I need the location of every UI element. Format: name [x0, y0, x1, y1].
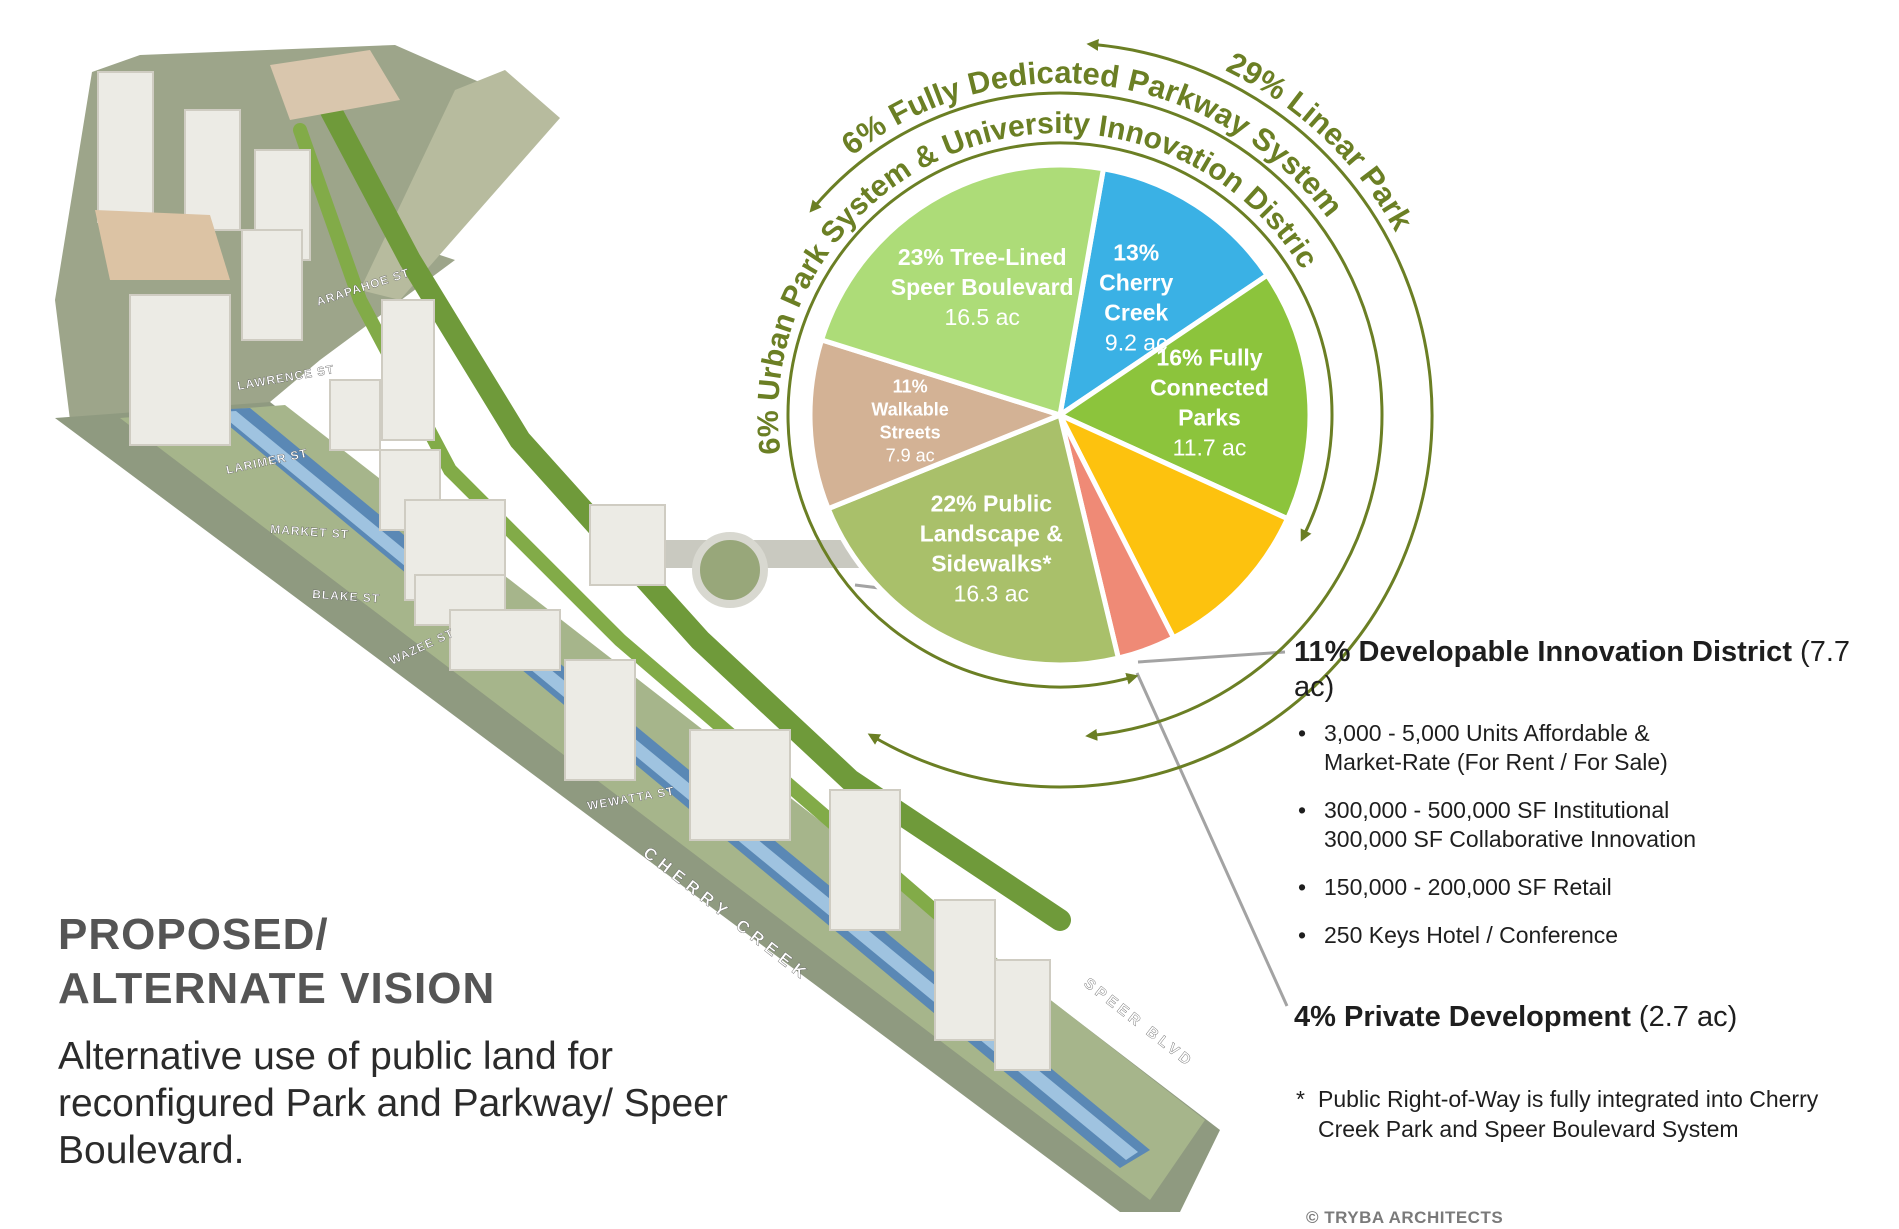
slice-label: Cherry — [1099, 270, 1173, 296]
model-roundabout — [692, 532, 768, 608]
slice-label: 13% — [1113, 240, 1159, 266]
slice-label: Parks — [1178, 405, 1241, 431]
private-acres: (2.7 ac) — [1638, 1001, 1738, 1033]
slice-value-label: 16.5 ac — [944, 304, 1019, 330]
private-development: 4% Private Development (2.7 ac) — [1294, 1001, 1737, 1034]
model-arena — [95, 210, 230, 280]
slice-label: 22% Public — [931, 490, 1053, 516]
list-item: 150,000 - 200,000 SF Retail — [1294, 873, 1884, 902]
developable-leader-line — [1137, 650, 1286, 664]
developable-district-details: 11% Developable Innovation District (7.7… — [1294, 635, 1884, 969]
developable-bullet-list: 3,000 - 5,000 Units Affordable & Market-… — [1294, 719, 1884, 950]
model-convention-center — [270, 50, 400, 120]
footnote: * Public Right-of-Way is fully integrate… — [1294, 1084, 1838, 1144]
pie-slice — [1057, 166, 1270, 418]
street-label: MARKET ST — [270, 522, 350, 541]
page-subtext: Alternative use of public land for recon… — [58, 1035, 728, 1172]
slice-value-label: 11.7 ac — [1173, 435, 1247, 461]
street-label: BLAKE ST — [312, 587, 381, 606]
developable-title: 11% Developable Innovation District (7.7… — [1294, 635, 1884, 705]
page-heading: PROPOSED/ ALTERNATE VISION — [58, 910, 496, 1013]
list-item: 3,000 - 5,000 Units Affordable & Market-… — [1294, 719, 1884, 777]
pie-slice — [1057, 272, 1313, 522]
footnote-asterisk: * — [1296, 1086, 1305, 1112]
slice-label: 16% Fully — [1156, 345, 1262, 371]
private-leader-line — [1135, 672, 1289, 1007]
category-arc — [867, 38, 1434, 789]
slice-label: Landscape & — [920, 520, 1063, 546]
slice-value-label: 7.9 ac — [886, 446, 935, 466]
slice-label: 23% Tree-Lined — [898, 244, 1067, 270]
footnote-text: Public Right-of-Way is fully integrated … — [1318, 1086, 1819, 1142]
developable-acres: (7.7 ac) — [1294, 636, 1851, 703]
slice-label: Streets — [880, 423, 941, 443]
slice-label: Creek — [1104, 300, 1168, 326]
list-item: 250 Keys Hotel / Conference — [1294, 921, 1884, 950]
slice-label: Walkable — [871, 400, 948, 420]
developable-title-text: 11% Developable Innovation District — [1294, 636, 1792, 668]
slice-label: Connected — [1150, 375, 1269, 401]
slice-label: 11% — [893, 377, 928, 397]
slice-value-label: 9.2 ac — [1105, 330, 1168, 356]
copyright-notice: © TRYBA ARCHITECTS — [1306, 1208, 1504, 1227]
slice-label: Speer Boulevard — [891, 274, 1074, 300]
slice-value-label: 16.3 ac — [954, 580, 1029, 606]
model-tree-row — [293, 123, 987, 957]
slice-label: Sidewalks* — [931, 550, 1051, 576]
private-title: 4% Private Development — [1294, 1001, 1631, 1033]
list-item: 300,000 - 500,000 SF Institutional 300,0… — [1294, 796, 1884, 854]
